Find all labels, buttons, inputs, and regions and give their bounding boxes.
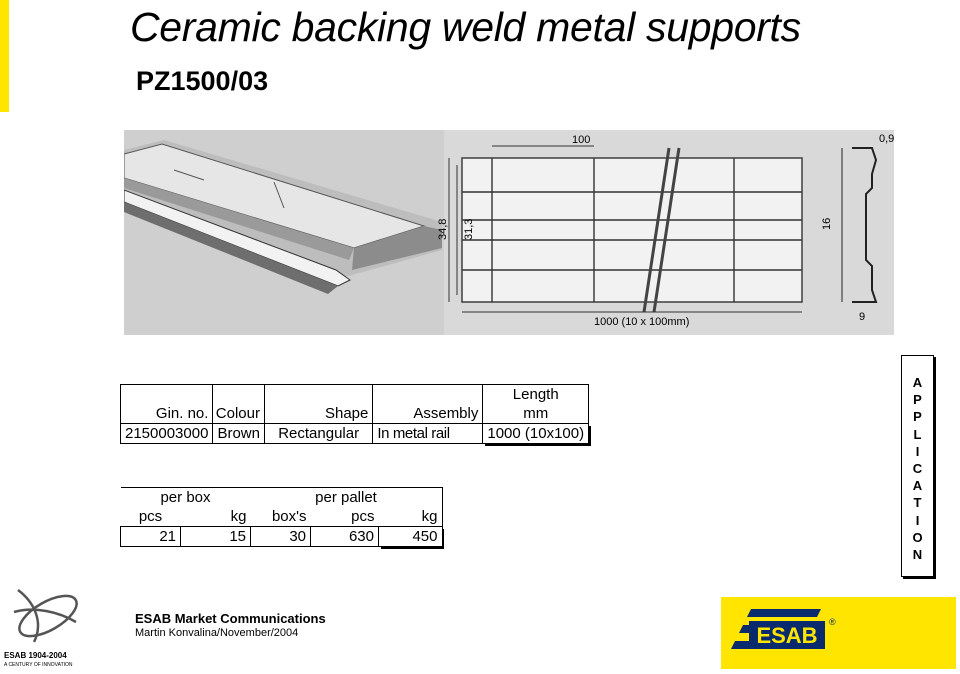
col-box-kg: kg bbox=[230, 508, 247, 525]
dim-groove: 16 bbox=[821, 218, 833, 230]
footer-department: ESAB Market Communications bbox=[135, 611, 326, 626]
rail-photo bbox=[124, 130, 444, 335]
val-pallet-pcs: 630 bbox=[310, 526, 379, 547]
logo-line2: A CENTURY OF INNOVATION bbox=[4, 662, 73, 668]
application-letter: T bbox=[913, 495, 922, 511]
group-per-pallet: per pallet bbox=[250, 487, 443, 507]
col-shape-label: Shape bbox=[263, 404, 373, 424]
val-box-kg: 15 bbox=[180, 526, 251, 547]
cell-colour: Brown bbox=[212, 423, 265, 444]
cell-assembly: In metal rail bbox=[372, 423, 484, 444]
col-colour-label: Colour bbox=[212, 404, 265, 424]
cell-length: 1000 (10x100) bbox=[482, 423, 590, 444]
dim-height-outer: 34,8 bbox=[437, 219, 449, 240]
esab-logo: ESAB ® bbox=[731, 609, 836, 649]
footer-author-date: Martin Konvalina/November/2004 bbox=[135, 627, 299, 639]
page-title: Ceramic backing weld metal supports bbox=[130, 4, 801, 50]
val-pallet-boxes: 30 bbox=[250, 526, 311, 547]
col-gin-label: Gin. no. bbox=[119, 404, 213, 424]
dim-bottom: 9 bbox=[859, 311, 865, 323]
product-code: PZ1500/03 bbox=[136, 66, 269, 96]
esab-wordmark: ESAB bbox=[756, 623, 817, 648]
group-per-box: per box bbox=[120, 487, 251, 507]
cell-gin: 2150003000 bbox=[119, 423, 214, 444]
application-letter: N bbox=[912, 547, 923, 563]
dim-width-top: 100 bbox=[572, 134, 590, 146]
accent-bar bbox=[0, 0, 9, 112]
application-letter: P bbox=[913, 409, 922, 425]
spec-table: Length Gin. no. Colour Shape Assembly mm… bbox=[119, 384, 590, 444]
cell-shape: Rectangular bbox=[263, 423, 374, 444]
dim-height-inner: 31,3 bbox=[463, 219, 475, 240]
side-profile bbox=[841, 147, 878, 303]
col-box-pcs: pcs bbox=[138, 508, 163, 525]
application-letter: C bbox=[912, 461, 923, 477]
application-letter: A bbox=[912, 478, 923, 494]
col-length-unit: mm bbox=[482, 404, 590, 424]
esab-centenary-logo: ESAB 1904-2004 A CENTURY OF INNOVATION bbox=[4, 589, 78, 668]
dim-thickness: 0,9 bbox=[879, 133, 894, 145]
application-letter: P bbox=[913, 392, 922, 408]
dim-length: 1000 (10 x 100mm) bbox=[594, 316, 689, 328]
col-length-label: Length bbox=[482, 384, 590, 404]
col-pallet-boxes: box's bbox=[271, 508, 307, 525]
logo-line1: ESAB 1904-2004 bbox=[4, 651, 67, 660]
front-view bbox=[461, 147, 803, 313]
col-assembly-label: Assembly bbox=[372, 404, 483, 424]
col-pallet-kg: kg bbox=[378, 507, 443, 527]
application-letter: O bbox=[912, 529, 923, 545]
application-letter: A bbox=[912, 375, 923, 390]
val-pallet-kg: 450 bbox=[378, 526, 443, 547]
registered-mark: ® bbox=[829, 617, 836, 627]
esab-brand-box: ESAB ® bbox=[721, 597, 956, 669]
val-box-pcs: 21 bbox=[120, 526, 181, 547]
product-drawing: 100 1000 (10 x 100mm) 34,8 31,3 0,9 16 9 bbox=[124, 130, 894, 335]
application-letter: L bbox=[913, 426, 922, 442]
col-pallet-pcs: pcs bbox=[351, 508, 375, 525]
application-letter: I bbox=[915, 443, 920, 459]
application-letter: I bbox=[915, 512, 920, 528]
pack-table: per box per pallet pcs kg box's pcs kg 2… bbox=[120, 487, 443, 547]
